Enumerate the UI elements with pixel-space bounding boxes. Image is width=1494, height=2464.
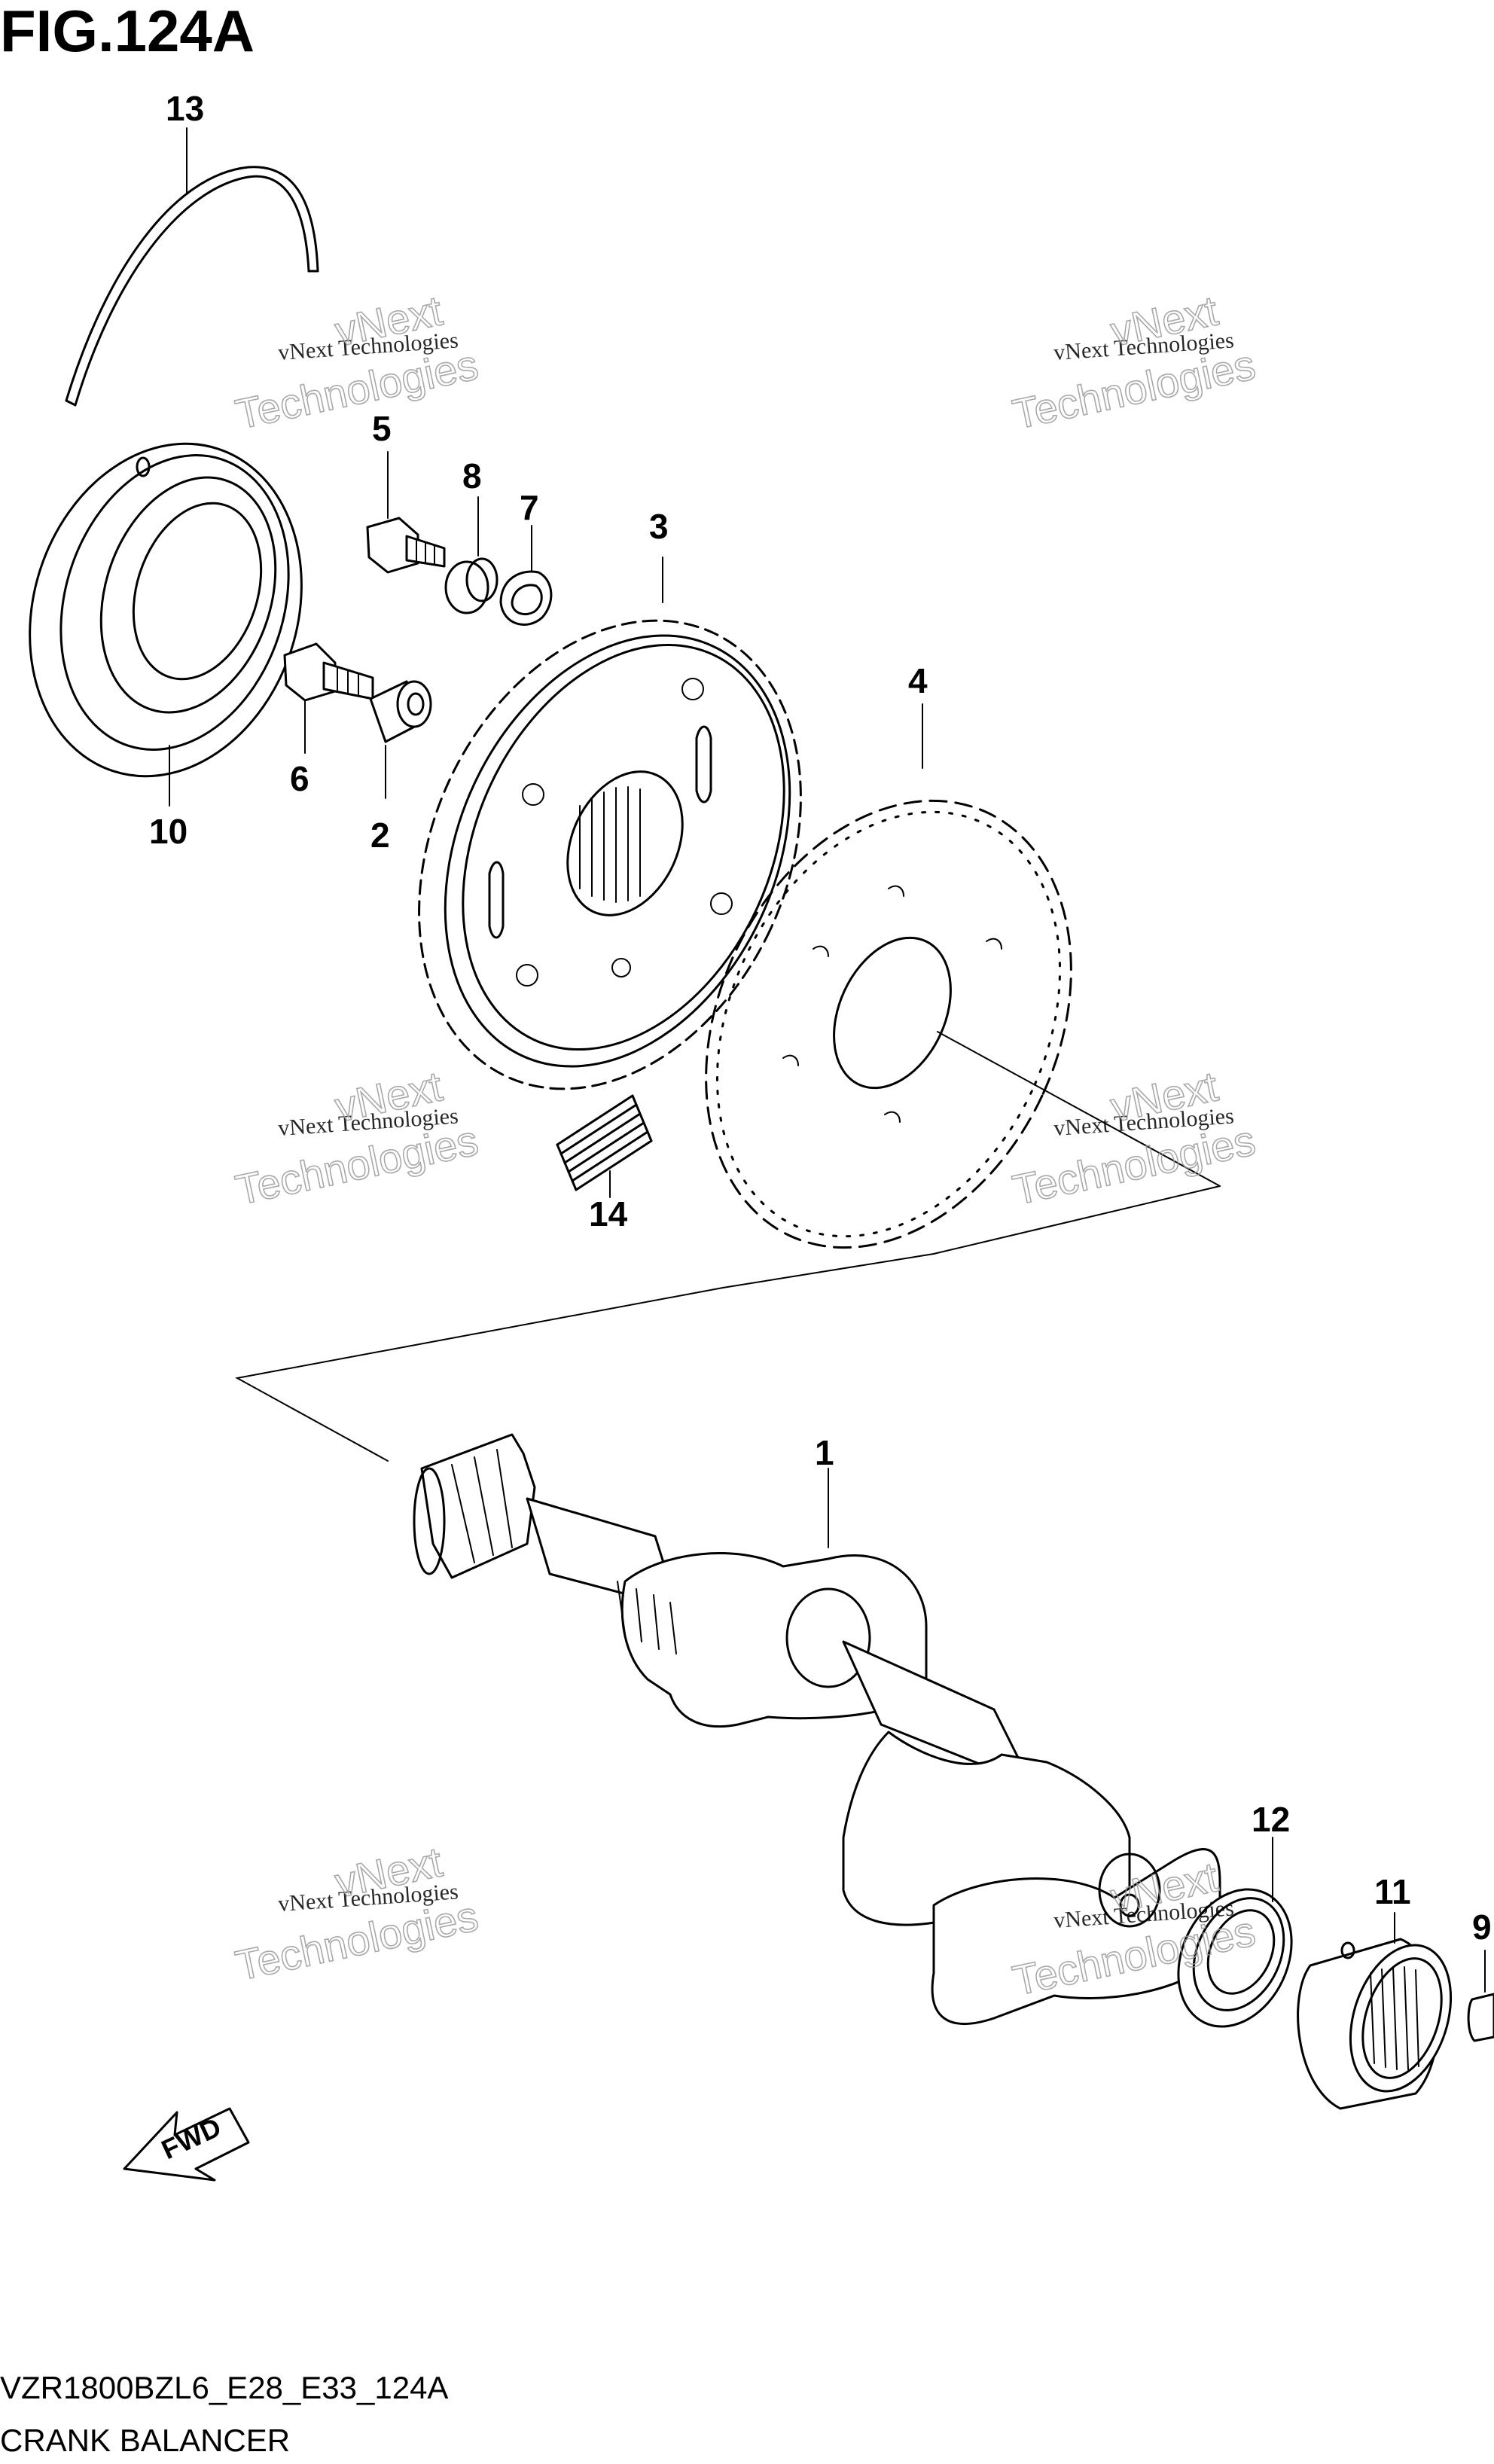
part-label-7: 7	[520, 488, 539, 527]
gear-part-4	[705, 799, 1072, 1249]
part-label-2: 2	[370, 816, 390, 855]
assembly-outline	[235, 1185, 1221, 1462]
figure-title: FIG.124A	[0, 0, 255, 64]
fwd-arrow-icon: FWD	[123, 2107, 250, 2182]
part-label-5: 5	[372, 409, 392, 448]
part-label-14: 14	[589, 1194, 628, 1234]
washer-part-7	[499, 570, 553, 626]
balancer-shaft-part-1	[413, 1433, 1221, 2025]
bolt-part-5	[366, 517, 446, 574]
pin-part-9	[1467, 1993, 1494, 2042]
bolt-part-6	[283, 642, 374, 702]
part-label-6: 6	[290, 759, 309, 798]
part-label-1: 1	[815, 1433, 834, 1472]
part-label-3: 3	[649, 507, 669, 546]
figure-caption: CRANK BALANCER	[0, 2423, 290, 2458]
part-label-13: 13	[166, 89, 204, 128]
needle-bearing-part-11	[1297, 1938, 1453, 2110]
part-label-11: 11	[1374, 1872, 1411, 1911]
part-label-8: 8	[462, 456, 482, 496]
part-label-9: 9	[1472, 1907, 1492, 1947]
part-label-10: 10	[149, 812, 188, 851]
driven-gear-part-3	[418, 619, 802, 1090]
part-label-4: 4	[908, 661, 928, 700]
circlip-part-13	[65, 166, 319, 407]
bushing-part-8	[444, 557, 499, 614]
spring-part-14	[556, 1094, 653, 1191]
oil-seal-part-12	[1177, 1888, 1293, 2028]
part-label-12: 12	[1252, 1800, 1290, 1839]
collar-part-2	[369, 680, 432, 743]
assembly-leader	[937, 1031, 1221, 1187]
model-code: VZR1800BZL6_E28_E33_124A	[0, 2370, 448, 2405]
bearing-part-10	[29, 442, 303, 778]
